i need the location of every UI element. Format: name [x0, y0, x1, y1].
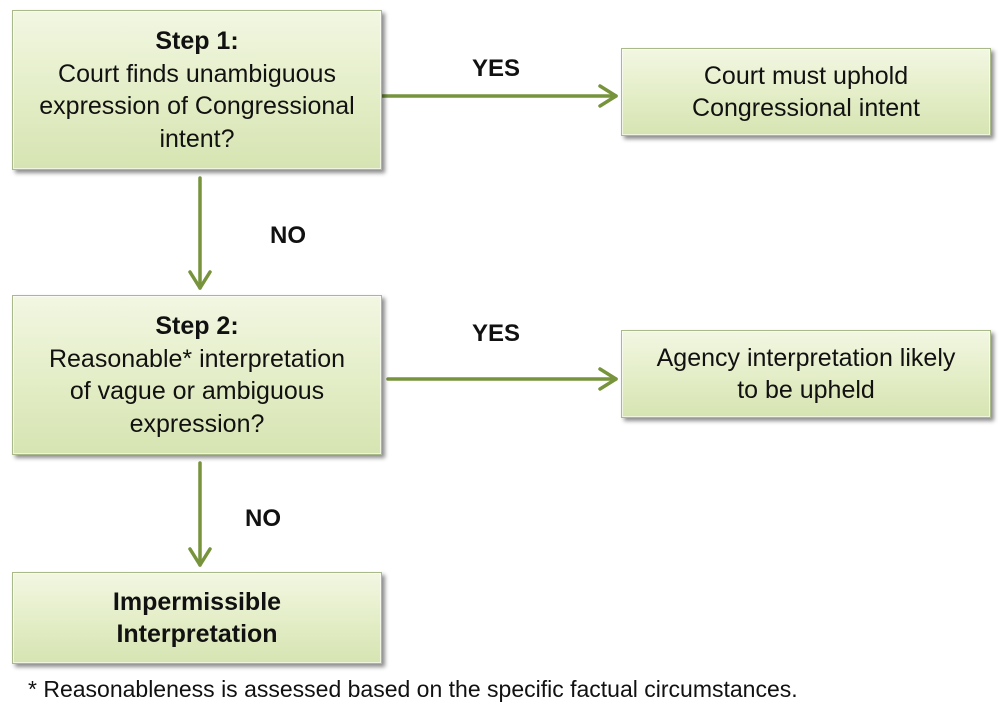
step2-line: Reasonable* interpretation [48, 344, 346, 373]
step1-title: Step 1: [155, 27, 239, 55]
step1-no-label: NO [270, 222, 306, 249]
impermissible-box: Impermissible Interpretation [12, 572, 382, 664]
step1-line: Court finds unambiguous [58, 59, 336, 88]
impermissible-line: Interpretation [116, 620, 278, 648]
step2-title: Step 2: [155, 312, 239, 340]
step2-no-label: NO [245, 505, 281, 532]
arrow-step2-to-impermissible [188, 461, 212, 567]
footnote: * Reasonableness is assessed based on th… [28, 676, 798, 702]
uphold-line: Congressional intent [692, 94, 920, 122]
step1-yes-label: YES [472, 55, 521, 82]
uphold-line: Court must uphold [703, 61, 909, 90]
step2-yes-label: YES [472, 320, 521, 347]
step2-box: Step 2: Reasonable* interpretation of va… [12, 295, 382, 455]
agency-line: Agency interpretation likely [656, 343, 956, 372]
arrow-step2-to-agency [386, 367, 618, 391]
step2-line: expression? [129, 409, 265, 438]
agency-box: Agency interpretation likely to be uphel… [621, 330, 991, 418]
step2-line: of vague or ambiguous [69, 377, 325, 405]
impermissible-line: Impermissible [112, 587, 282, 616]
step1-line: expression of Congressional [39, 92, 355, 120]
uphold-box: Court must uphold Congressional intent [621, 48, 991, 136]
arrow-step1-to-uphold [380, 84, 618, 108]
arrow-step1-to-step2 [188, 176, 212, 290]
step1-box: Step 1: Court finds unambiguous expressi… [12, 10, 382, 170]
step1-line: intent? [159, 124, 235, 153]
agency-line: to be upheld [737, 376, 875, 404]
